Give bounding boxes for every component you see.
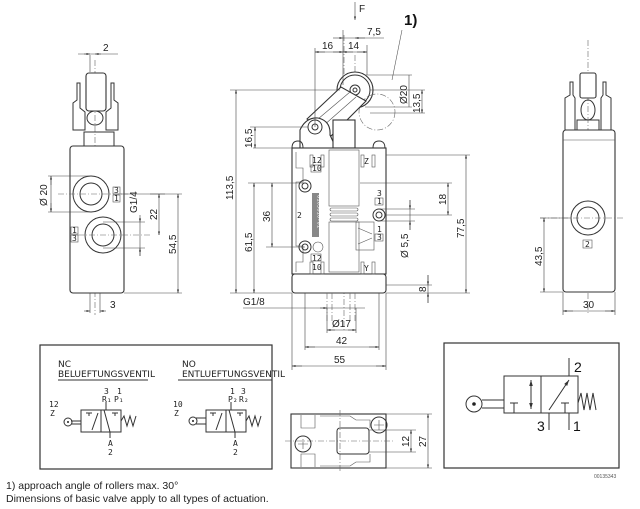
dim-body-width: 55 <box>334 355 346 366</box>
nc-top-left-code: R₁ <box>102 395 112 404</box>
no-bottom-num: 2 <box>233 448 238 457</box>
dim-roller-offset-left: 16 <box>322 41 334 52</box>
vertical-marking: 8103810-01 <box>316 195 322 228</box>
dim-bottom-roller-width: 12 <box>401 435 412 447</box>
dim-left-port-spacing: 22 <box>149 208 160 220</box>
plunger <box>332 119 356 149</box>
bottom-screw-right <box>370 416 388 434</box>
spring-icon <box>577 392 597 411</box>
dim-pilot-offset: 18 <box>438 193 449 205</box>
symbol-frame-nc-no: NC BELUEFTUNGSVENTIL 12 Z 3 1 R₁ P₁ A 2 <box>39 344 285 470</box>
main-port-1: 1 <box>573 418 581 434</box>
dim-mounting-height: 61,5 <box>244 232 255 252</box>
right-roller <box>579 72 597 99</box>
dim-hole-diameter: Ø 5,5 <box>400 233 411 258</box>
left-roller <box>85 72 107 112</box>
right-port-label: 2 <box>585 240 590 249</box>
label-port-1-mid: 1 <box>377 225 382 234</box>
dim-left-port-height: 54,5 <box>168 234 179 254</box>
label-10-top: 10 <box>312 164 322 173</box>
dim-pilot-thread: G1/8 <box>243 297 265 308</box>
dim-base-height: 8 <box>418 286 429 292</box>
nc-pilot-a: 12 <box>49 400 59 409</box>
symbol-nc: NC BELUEFTUNGSVENTIL 12 Z 3 1 R₁ P₁ A 2 <box>49 360 155 457</box>
no-bottom-code: A <box>233 439 238 448</box>
right-side-view: 2 43,5 30 <box>534 40 625 315</box>
dim-left-thread: G1/4 <box>129 191 140 213</box>
bottom-screw-left <box>294 435 312 453</box>
dim-right-width: 30 <box>583 300 595 311</box>
dim-hole-spacing: 42 <box>336 336 348 347</box>
right-body <box>562 129 616 293</box>
dim-overall-height: 113,5 <box>225 175 236 200</box>
roller-phantom <box>358 93 396 131</box>
front-base <box>291 273 387 294</box>
dim-bottom-width: 27 <box>418 435 429 447</box>
no-pilot-b: Z <box>174 409 179 418</box>
nc-pilot-b: Z <box>50 409 55 418</box>
label-port-3-mid: 3 <box>377 233 382 242</box>
label-12-bottom: 12 <box>312 254 322 263</box>
label-12-top: 12 <box>312 156 322 165</box>
nc-bottom-code: A <box>108 439 113 448</box>
footnote-marker: 1) <box>404 12 417 29</box>
no-title: NO <box>182 360 196 370</box>
dim-roller-offset-right: 14 <box>348 41 360 52</box>
no-pilot-a: 10 <box>173 400 183 409</box>
force-label: F <box>359 4 365 15</box>
left-neck <box>83 131 115 147</box>
left-label-lower-bottom: 3 <box>72 234 77 243</box>
nc-top-right-code: P₁ <box>114 395 124 404</box>
main-port-3: 3 <box>537 418 545 434</box>
bottom-view: 12 27 <box>285 410 432 472</box>
bottom-roller <box>336 427 370 455</box>
nc-bottom-num: 2 <box>108 448 113 457</box>
dim-right-port-height: 43,5 <box>534 246 545 266</box>
marking-strip <box>312 193 319 237</box>
dim-body-height: 77,5 <box>456 218 467 238</box>
symbol-no: NO ENTLUEFTUNGSVENTIL 10 Z 1 3 P₂ R₂ A 2 <box>173 360 285 457</box>
dim-pivot-height: 16,5 <box>244 128 255 148</box>
dim-roller-height: 13,5 <box>412 93 423 113</box>
no-subtitle: ENTLUEFTUNGSVENTIL <box>182 370 285 380</box>
footnote-line-1: 1) approach angle of rollers max. 30° <box>6 480 179 492</box>
dim-roller-axis-offset: 7,5 <box>367 27 381 38</box>
dim-stem-diameter: Ø17 <box>332 319 351 330</box>
roller-actuator-icon <box>465 395 483 413</box>
nc-subtitle: BELUEFTUNGSVENTIL <box>58 370 155 380</box>
document-id: 00135343 <box>594 474 617 480</box>
mount-hole-top <box>298 179 312 193</box>
dim-mounting-spacing: 36 <box>262 210 273 222</box>
label-port-3-top: 3 <box>377 189 382 198</box>
left-label-upper-bottom: 1 <box>114 194 119 203</box>
left-label-upper-top: 3 <box>114 186 119 195</box>
left-port-lower-outer <box>84 216 122 254</box>
no-top-left-code: P₂ <box>228 395 238 404</box>
label-z: Z <box>364 157 369 166</box>
label-10-bottom: 10 <box>312 263 322 272</box>
no-top-right-code: R₂ <box>239 395 249 404</box>
main-port-2: 2 <box>574 359 582 375</box>
left-label-lower-top: 1 <box>72 226 77 235</box>
left-side-view: 3 1 1 3 2 3 Ø 20 G1/4 22 <box>39 43 182 315</box>
no-top-left-num: 1 <box>230 387 235 396</box>
dim-left-port-diameter: Ø 20 <box>39 184 50 206</box>
label-port-2: 2 <box>297 211 302 220</box>
nc-title: NC <box>58 360 71 370</box>
label-y: Y <box>364 264 369 273</box>
nc-top-right-num: 1 <box>117 387 122 396</box>
left-body <box>69 145 125 294</box>
label-port-1-top: 1 <box>377 197 382 206</box>
nc-top-left-num: 3 <box>104 387 109 396</box>
dim-left-top-offset: 2 <box>103 43 109 54</box>
left-bracket-l <box>72 82 86 131</box>
left-pivot <box>86 110 104 126</box>
footnote-line-2: Dimensions of basic valve apply to all t… <box>6 493 269 505</box>
left-bracket-r <box>105 82 119 131</box>
dim-roller-diameter: Ø20 <box>399 85 410 104</box>
front-view: F 1) <box>225 2 470 370</box>
dim-left-bottom-offset: 3 <box>110 300 116 311</box>
no-top-right-num: 3 <box>241 387 246 396</box>
symbol-main: 2 3 1 <box>443 342 620 469</box>
